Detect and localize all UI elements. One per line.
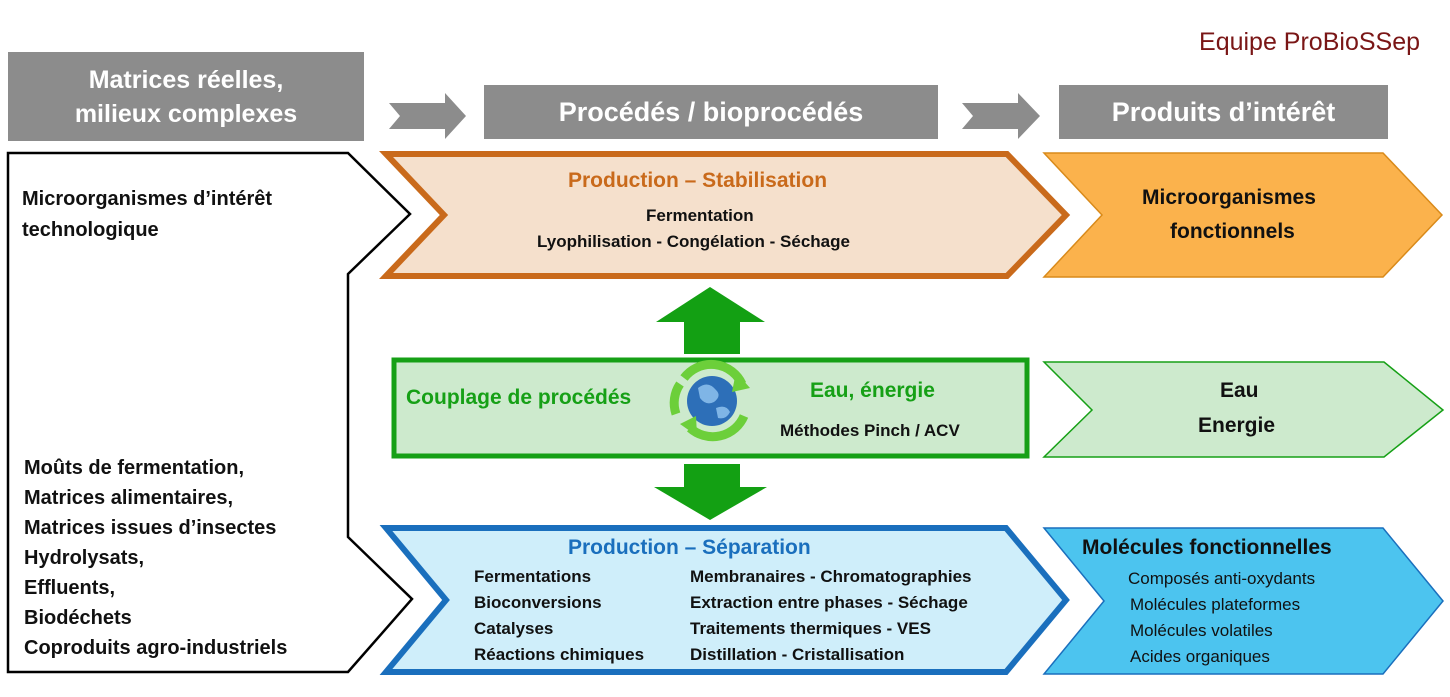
- output-microorganismes-shape: [1042, 152, 1444, 278]
- arrow-up-green: [656, 287, 765, 354]
- input-matrix-item: Hydrolysats,: [24, 547, 145, 569]
- input-matrices-outline: [6, 151, 414, 674]
- input-micro-line1: Microorganismes d’intérêt: [22, 188, 273, 210]
- separation-chevron: [379, 525, 1070, 675]
- output-micro-line2: fonctionnels: [1170, 220, 1295, 243]
- stabilisation-line2: Lyophilisation - Congélation - Séchage: [537, 232, 850, 251]
- output-micro-line1: Microorganismes: [1142, 186, 1316, 209]
- header-arrow-2: [962, 93, 1040, 139]
- output-molecules-title: Molécules fonctionnelles: [1082, 536, 1332, 559]
- input-matrix-item: Matrices alimentaires,: [24, 487, 233, 509]
- header-matrices: Matrices réelles, milieux complexes: [8, 52, 364, 141]
- input-matrix-item: Effluents,: [24, 577, 116, 599]
- stabilisation-title: Production – Stabilisation: [568, 169, 828, 192]
- separation-title: Production – Séparation: [568, 536, 811, 559]
- stabilisation-line1: Fermentation: [646, 206, 754, 225]
- output-molecule-item: Composés anti-oxydants: [1128, 569, 1316, 588]
- input-matrix-item: Biodéchets: [24, 607, 132, 629]
- header-produits: Produits d’intérêt: [1059, 85, 1388, 139]
- input-matrix-item: Matrices issues d’insectes: [24, 517, 277, 539]
- team-label: Equipe ProBioSSep: [1199, 28, 1420, 56]
- output-molecules-list: Composés anti-oxydants Molécules platefo…: [1128, 566, 1315, 670]
- header-procedes: Procédés / bioprocédés: [484, 85, 938, 139]
- arrow-down-green: [654, 464, 767, 520]
- separation-col1-item: Fermentations: [474, 567, 592, 586]
- output-eau: Eau: [1220, 379, 1259, 402]
- separation-col1: Fermentations Bioconversions Catalyses R…: [474, 564, 644, 668]
- header-matrices-line1: Matrices réelles,: [88, 65, 284, 94]
- output-molecule-item: Acides organiques: [1130, 647, 1270, 666]
- separation-col2-item: Distillation - Cristallisation: [690, 645, 905, 664]
- separation-col2-item: Traitements thermiques - VES: [690, 619, 931, 638]
- couplage-methods: Méthodes Pinch / ACV: [780, 421, 960, 440]
- separation-col1-item: Bioconversions: [474, 593, 602, 612]
- header-matrices-line2: milieux complexes: [74, 99, 298, 128]
- output-molecule-item: Molécules plateformes: [1130, 595, 1301, 614]
- separation-col2: Membranaires - Chromatographies Extracti…: [690, 564, 972, 668]
- output-molecules-shape: [1042, 527, 1444, 675]
- input-matrices-list: Moûts de fermentation, Matrices alimenta…: [24, 453, 287, 663]
- input-matrix-item: Coproduits agro-industriels: [24, 637, 288, 659]
- input-matrix-item: Moûts de fermentation,: [24, 457, 245, 479]
- header-arrow-1: [389, 93, 466, 139]
- separation-col1-item: Réactions chimiques: [474, 645, 645, 664]
- separation-col1-item: Catalyses: [474, 619, 554, 638]
- recycle-globe-icon: [669, 359, 750, 442]
- output-molecule-item: Molécules volatiles: [1130, 621, 1273, 640]
- couplage-title: Couplage de procédés: [406, 386, 632, 409]
- stabilisation-chevron: [379, 151, 1071, 279]
- separation-col2-item: Extraction entre phases - Séchage: [690, 593, 968, 612]
- couplage-eau-title: Eau, énergie: [810, 379, 935, 402]
- output-eau-shape: [1042, 361, 1445, 458]
- input-micro-line2: technologique: [22, 219, 159, 241]
- output-energie: Energie: [1198, 414, 1276, 437]
- separation-col2-item: Membranaires - Chromatographies: [690, 567, 972, 586]
